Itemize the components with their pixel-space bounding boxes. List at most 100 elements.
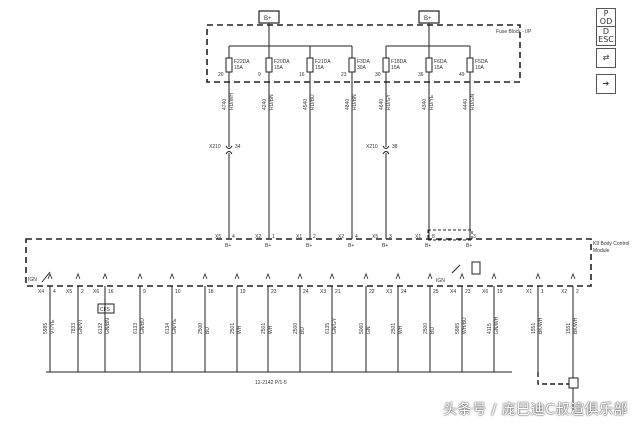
wire-color: VT/YE xyxy=(50,319,56,334)
fuse-name: F6DA xyxy=(434,59,447,65)
module-desc-icon[interactable]: D ESC xyxy=(596,26,616,46)
ign-switch-right xyxy=(451,264,461,274)
wire-color: GN/BU xyxy=(140,318,146,334)
wire-color: GN/BN xyxy=(105,318,111,334)
wire-circuit: 1551 xyxy=(566,323,572,334)
pin-arrow xyxy=(169,272,175,280)
wire-color: BU xyxy=(300,327,306,334)
wire-color: GN/GY xyxy=(332,317,338,334)
wire-color: RD/BN xyxy=(352,94,358,110)
module-bottom-pin: 16 xyxy=(108,289,114,295)
wire-circuit: 4240 xyxy=(262,99,268,110)
module-bottom-pin: 22 xyxy=(369,289,375,295)
pin-arrow xyxy=(102,272,108,280)
wire-circuit: 7833 xyxy=(71,323,77,334)
pin-arrow xyxy=(363,272,369,280)
fuse-f3da xyxy=(348,57,356,73)
next-icon[interactable]: ➔ xyxy=(596,74,616,94)
fuse-name: F22DA xyxy=(234,59,250,65)
module-bottom-pin: 19 xyxy=(240,289,246,295)
module-top-pin: 3 xyxy=(473,234,476,240)
module-bottom-conn: X3 xyxy=(386,289,392,295)
module-bottom-pin: 23 xyxy=(465,289,471,295)
wire-circuit: 2501 xyxy=(391,323,397,334)
wire-circuit: 6135 xyxy=(325,323,331,334)
fuse-rating: 15A xyxy=(434,65,444,71)
wire-color: WH/BU xyxy=(462,317,468,334)
module-bottom-pin: 9 xyxy=(143,289,146,295)
bottom-reference: 12-2142 P/1-5 xyxy=(255,380,287,386)
cfs-box xyxy=(97,303,115,314)
pin-arrow xyxy=(47,272,53,280)
module-bottom-conn: X4 xyxy=(38,289,44,295)
fuse-rating: 10A xyxy=(475,65,485,71)
wire-circuit: 5985 xyxy=(455,323,461,334)
ign-right-label: IGN xyxy=(436,278,445,284)
wire-color: WH xyxy=(398,325,404,334)
wire-circuit: 4740 xyxy=(222,99,228,110)
wire-color: RD/YE xyxy=(429,94,435,110)
module-bottom-pin: 23 xyxy=(271,289,277,295)
module-corner-dashed xyxy=(427,229,473,241)
fuse-pin: 30 xyxy=(375,72,381,78)
module-bottom-pin: 19 xyxy=(497,289,503,295)
inline-connector-arc xyxy=(382,145,390,149)
wire-color: GN/VT xyxy=(78,319,84,334)
module-bottom-pin: 2 xyxy=(576,289,579,295)
fuse-f5da xyxy=(466,57,474,73)
wire-color: GN xyxy=(366,326,372,334)
power-icon[interactable]: P OD xyxy=(596,8,616,28)
watermark: 头条号 / 庞巴迪C叔渲俱乐部 xyxy=(443,402,628,418)
wire-color: BK/WH xyxy=(538,317,544,334)
wire-color: GN/WH xyxy=(494,316,500,334)
fuse-pin: 49 xyxy=(459,72,465,78)
pin-arrow xyxy=(265,272,271,280)
ground-loop-dashed xyxy=(537,372,569,385)
pin-arrow xyxy=(329,272,335,280)
wire-color: BK/WH xyxy=(573,317,579,334)
module-bottom-pin: 25 xyxy=(433,289,439,295)
wire-circuit: 4540 xyxy=(303,99,309,110)
fuse-rating: 15A xyxy=(391,65,401,71)
wire-circuit: 4340 xyxy=(422,99,428,110)
module-top-pin: 8 xyxy=(432,234,435,240)
fuse-pin: 23 xyxy=(341,72,347,78)
wire-circuit: 2500 xyxy=(198,323,204,334)
wire-color: WH xyxy=(268,325,274,334)
wire-color: GN/YE xyxy=(172,318,178,334)
fuse-pin: 9 xyxy=(258,72,261,78)
module-top-conn: X5 xyxy=(215,234,221,240)
inline-connector-label: X210 xyxy=(366,144,378,150)
b-plus-left-label: B+ xyxy=(264,16,272,22)
inline-connector-label: X210 xyxy=(209,144,221,150)
fuse-pin: 20 xyxy=(218,72,224,78)
fuse-layer: F22DA15A20F20DA15A9F21DA15A16F3DA30A23F1… xyxy=(218,46,488,78)
module-top-signal: B+ xyxy=(382,243,388,249)
fuse-rating: 15A xyxy=(315,65,325,71)
pin-arrow xyxy=(459,272,465,280)
fuse-block-label: Fuse Block - I/P xyxy=(496,29,532,35)
pin-arrow xyxy=(75,272,81,280)
wire-circuit: 2500 xyxy=(293,323,299,334)
inline-connector-pin: 34 xyxy=(235,144,241,150)
wire-circuit: 6133 xyxy=(133,323,139,334)
module-bottom-pin: 2 xyxy=(81,289,84,295)
module-top-pin: 4 xyxy=(355,234,358,240)
module-bottom-conn: X1 xyxy=(526,289,532,295)
module-top-signal: B+ xyxy=(265,243,271,249)
module-top-conn: X1 xyxy=(415,234,421,240)
swap-icon[interactable]: ⇄ xyxy=(596,48,616,68)
module-top-signal: B+ xyxy=(306,243,312,249)
module-bottom-pin: 4 xyxy=(53,289,56,295)
module-top-conn: X2 xyxy=(338,234,344,240)
fuse-f20da xyxy=(265,57,273,73)
module-bottom-pin: 1 xyxy=(541,289,544,295)
wire-circuit: 1551 xyxy=(531,323,537,334)
wire-circuit: 2500 xyxy=(423,323,429,334)
wire-color: RD/BU xyxy=(310,94,316,110)
wire-color: RD/GN xyxy=(470,94,476,111)
wire-circuit: 6134 xyxy=(165,323,171,334)
wire-circuit: 5985 xyxy=(43,323,49,334)
pin-arrow xyxy=(535,272,541,280)
